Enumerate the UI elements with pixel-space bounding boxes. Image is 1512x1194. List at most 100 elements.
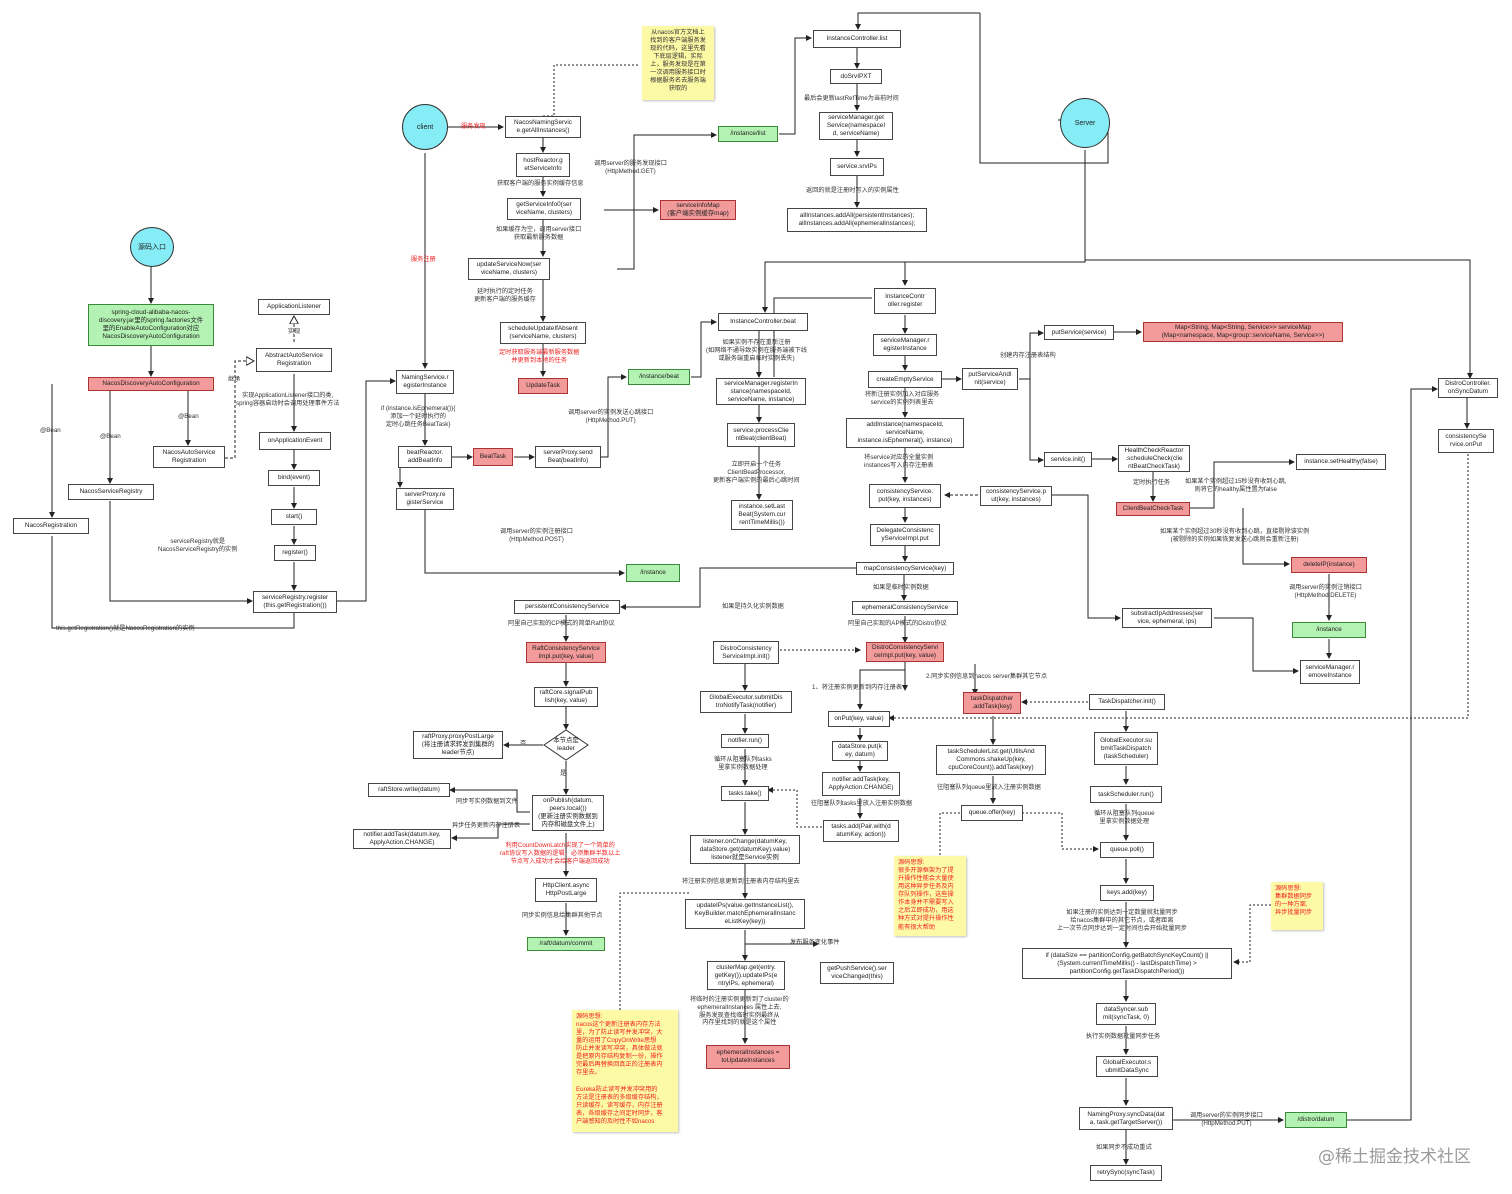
label-call-beat: 调用server的实例发送心跳接口 (HttpMethod.PUT) xyxy=(568,409,654,424)
health-check-reactor-box: HealthCheckReactor .scheduleCheck(clie n… xyxy=(1118,445,1190,472)
label-put-queue: 往阻塞队列queue里放入注册实例数据 xyxy=(937,784,1041,791)
label-bean3: @Bean xyxy=(178,413,199,420)
note-source-thought-async: 源码思想: 很多开源框架为了提 升操作性能会大量使 用这种异步任务及内 存队列操… xyxy=(894,856,966,936)
retry-sync-box: retrySync(syncTask) xyxy=(1090,1165,1162,1181)
persistent-consistency-box: persistentConsistencyService xyxy=(514,600,620,614)
label-scheduled-fetch: 定时获取服务端最新服务数据 并更新到本地的任务 xyxy=(499,349,580,364)
instance-set-last-beat-box: instance.setLast Beat(System.cur rentTim… xyxy=(731,500,793,530)
label-sync-write-file: 同步写实例数据到文件 xyxy=(456,798,518,805)
label-immediate-task: 立即开启一个任务 ClientBeatProcessor, 更新客户端实例的最后… xyxy=(713,461,800,484)
label-no: 否 xyxy=(520,740,527,747)
instance-list-api: /instance/list xyxy=(718,126,778,142)
on-app-event-box: onApplicationEvent xyxy=(259,432,331,450)
label-bean2: @Bean xyxy=(100,433,121,440)
label-service-register: 服务注册 xyxy=(411,256,436,263)
do-srv-ipxt-box: doSrvIPXT xyxy=(830,69,882,84)
label-bean1: @Bean xyxy=(40,427,61,434)
abstract-auto-reg-box: AbstractAutoService Registration xyxy=(256,348,332,372)
task-dispatcher-add-box: taskDispatcher .addTask(key) xyxy=(963,692,1021,714)
label-returned: 返回的就是注册时写入的实例属性 xyxy=(806,187,899,194)
global-executor-submit-sync-box: GlobalExecutor.s ubmitDataSync xyxy=(1096,1056,1158,1077)
put-service-box: putService(service) xyxy=(1044,325,1114,340)
label-write-to-memory: 将service对应的全量实例 instances写入内存注册表 xyxy=(864,454,934,469)
leader-decision: 本节点是 leader xyxy=(543,729,589,761)
notifier-add-task-raft-box: notifier.addTask(datum.key, ApplyAction.… xyxy=(353,829,451,849)
data-store-put-box: dataStore.put(k ey, datum) xyxy=(832,741,888,761)
label-if-not-exist-beat: 如果实例不存在重新注册 (如网络不通导致实例在服务端被下线 或服务端重启临时实例… xyxy=(706,339,808,362)
label-yes: 是 xyxy=(560,770,567,777)
raft-signal-publish-box: raftCore.signalPub lish(key, value) xyxy=(534,687,598,707)
delegate-consistency-box: DelegateConsistenc yServiceImpl.put xyxy=(870,524,940,546)
client-beat-check-task-box: ClientBeatCheckTask xyxy=(1116,502,1190,516)
watermark: @稀土掘金技术社区 xyxy=(1318,1147,1471,1167)
listener-on-change-box: listener.onChange(datumKey, dataStore.ge… xyxy=(690,835,800,864)
raft-commit-api: /raft/datum/commit xyxy=(527,937,605,951)
label-if-cache-empty: 如果缓存为空，调用server接口 获取最新服务数据 xyxy=(496,226,582,241)
delete-ip-box: deleteIP(instance) xyxy=(1291,557,1367,573)
add-instance-box: addInstance(namespaceId, serviceName, in… xyxy=(846,418,964,448)
label-create-register-structure: 创建内存注册表结构 xyxy=(1000,352,1056,359)
send-beat-box: serverProxy.send Beat(beatInfo) xyxy=(535,446,601,468)
beat-reactor-box: beatReactor. addBeatInfo xyxy=(398,446,452,468)
server-proxy-reg-box: serverProxy.re gisterService xyxy=(396,488,454,510)
label-exec-batch-sync: 执行实例数据批量同步任务 xyxy=(1086,1033,1161,1040)
instance-delete-api: /instance xyxy=(1292,622,1366,638)
app-listener-box: ApplicationListener xyxy=(258,299,330,315)
ic-register-box: InstanceContr oller.register xyxy=(874,288,936,314)
http-client-async-box: HttpClient.async HttpPostLarge xyxy=(535,878,597,902)
label-implements: 实现 xyxy=(288,328,301,335)
instance-beat-api: /instance/beat xyxy=(628,369,690,385)
bind-event-box: bind(event) xyxy=(268,470,320,486)
tasks-add-box: tasks.add(Pair.with(d atumKey, action)) xyxy=(823,820,899,842)
label-if-persistent: 如果是持久化实例数据 xyxy=(722,603,784,610)
distro-put-box: DistroConsistencyServi ceImpl.put(key, v… xyxy=(866,642,944,662)
service-process-beat-box: service.processClie ntBeat(clientBeat) xyxy=(727,423,795,447)
label-call-delete: 调用server的实例注销接口 (HttpMethod.DELETE) xyxy=(1289,584,1362,599)
task-scheduler-list-get-box: taskSchedulerList.get(UtilsAnd Commons.s… xyxy=(936,745,1046,775)
data-syncer-submit-box: dataSyncer.sub mit(syncTask, 0) xyxy=(1096,1003,1156,1025)
instance-api: /instance xyxy=(626,564,680,582)
label-if-ephemeral-data: 如果是临时实例数据 xyxy=(873,584,929,591)
start-box: start() xyxy=(271,509,317,525)
label-async-update-memory: 异步任务更新内存注册表 xyxy=(452,822,521,829)
substract-ip-box: substractIpAddresses(ser vice, ephemeral… xyxy=(1122,608,1212,628)
label-raft-protocol: 阿里自己实现的CP模式的简单Raft协议 xyxy=(508,620,615,627)
srv-ips-box: service.srvIPs xyxy=(830,158,884,176)
label-add-to-service: 将新注册实例加入对应服务 service的实例列表里去 xyxy=(865,391,940,406)
notifier-add-task-box: notifier.addTask(key, ApplyAction.CHANGE… xyxy=(822,772,900,796)
label-get-cache: 获取客户端的服务实例缓存信息 xyxy=(497,180,584,187)
raft-store-write-box: raftStore.write(datum) xyxy=(368,783,450,797)
label-sr-is-nsr: serviceRegistry就是 NacosServiceRegistry的实… xyxy=(158,538,238,553)
all-instances-box: allInstances.addAll(persistentInstances)… xyxy=(787,208,927,232)
label-loop-block-queue: 循环从阻塞队列tasks 里拿实例数据处理 xyxy=(714,756,772,771)
sm-register-instance-box: serviceManager.r egisterInstance xyxy=(873,334,937,356)
sm-register-instance-beat-box: serviceManager.registerIn stance(namespa… xyxy=(716,378,806,405)
set-healthy-false-box: instance.setHealthy(false) xyxy=(1296,454,1386,470)
label-inherits: 继承 xyxy=(228,376,241,383)
label-countdown-latch: 利用CountDownLatch实现了一个简单的 raft协议写入数据的逻辑，必… xyxy=(500,842,621,865)
update-task-box: UpdateTask xyxy=(518,378,568,394)
label-call-register: 调用server的实例注册接口 (HttpMethod.POST) xyxy=(500,528,573,543)
map-consistency-box: mapConsistencyService(key) xyxy=(856,562,954,575)
label-update-last-ref: 最后会更新lastRefTime为当前时间 xyxy=(804,95,899,102)
on-put-box: onPut(key, value) xyxy=(828,711,890,727)
task-scheduler-run-box: taskScheduler.run() xyxy=(1090,786,1162,803)
note-source-thought-cow: 源码思想: nacos这个更新注册表内存方法 里，为了防止读写并发冲突，大 量的… xyxy=(572,1010,678,1132)
beat-task-box: BeatTask xyxy=(473,448,513,466)
host-reactor-box: hostReactor.g etServiceInfo xyxy=(516,153,570,177)
label-call-discovery: 调用server的服务发现接口 (HttpMethod.GET) xyxy=(594,160,667,175)
service-info-map-box: serviceInfoMap (客户端实例缓存map) xyxy=(660,200,736,220)
update-ips-box: updateIPs(value.getInstanceList(), KeyBu… xyxy=(685,899,805,929)
ic-list-box: InstanceController.list xyxy=(813,30,901,48)
global-executor-submit-box: GlobalExecutor.submitDis troNotifyTask(n… xyxy=(700,691,792,713)
note-official-doc: 从nacos官方文档上 找到的客户端服务发 现的代码，这里先看 下底层逻辑，实际… xyxy=(642,26,714,100)
update-service-now-box: updateServiceNow(ser viceName, clusters) xyxy=(468,258,550,280)
sr-register-box: serviceRegistry.register (this.getRegist… xyxy=(253,591,337,613)
note-source-thought-batch: 源码思想: 集群数据同步 的一种方案, 异步批量同步 xyxy=(1271,882,1323,930)
queue-poll-box: queue.poll() xyxy=(1100,842,1154,858)
get-service-info0-box: getServiceInfo0(ser viceName, clusters) xyxy=(507,198,581,220)
label-sync-to-cluster: 同步实例信息给集群其他节点 xyxy=(522,912,603,919)
queue-offer-box: queue.offer(key) xyxy=(961,805,1023,821)
distro-controller-on-sync-box: DistroController. onSyncDatum xyxy=(1438,378,1498,398)
